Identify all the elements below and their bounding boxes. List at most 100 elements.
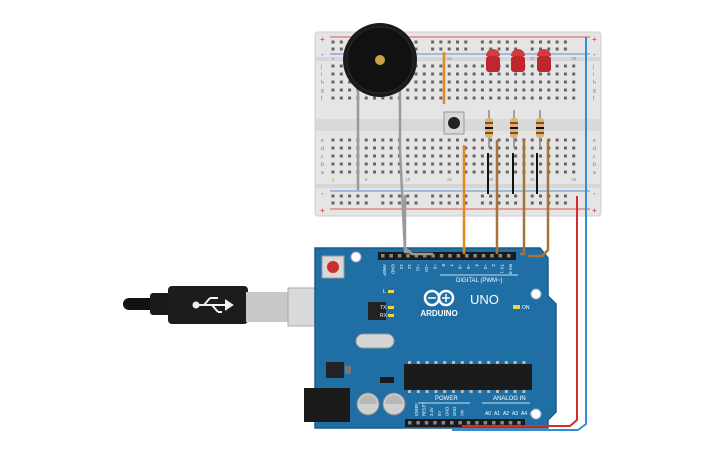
atmega-chip <box>404 364 532 390</box>
wire-gnd-arduino <box>403 195 433 256</box>
rail-plus-label-tl: + <box>320 35 325 44</box>
column-number: 30 <box>571 177 577 182</box>
digital-pin-label: 8 <box>441 264 446 267</box>
rail-minus-label-tl: - <box>321 50 324 59</box>
rail-minus-label-br: - <box>593 189 596 198</box>
digital-pin-label: 12 <box>407 264 412 270</box>
digital-pin-label: 2 <box>491 264 496 267</box>
digital-pin-label: GND <box>390 264 395 275</box>
digital-pin-label: 13 <box>399 264 404 270</box>
row-label: b <box>321 162 324 168</box>
digital-pin-label: ~11 <box>416 264 421 272</box>
reset-button-cap <box>327 261 339 273</box>
row-label: g <box>321 88 324 94</box>
rail-plus-label-br: + <box>592 206 597 215</box>
rail-plus-label-bl: + <box>320 206 325 215</box>
digital-header[interactable] <box>378 252 516 260</box>
wire-gnd-rail <box>452 37 587 431</box>
row-label: g <box>593 88 596 94</box>
column-number: 5 <box>365 177 368 182</box>
power-pin-label: GND <box>452 407 457 416</box>
digital-pin-label: 4 <box>474 264 479 267</box>
power-pin-label: IOREF <box>414 403 419 416</box>
rail-minus-label-bl: - <box>321 189 324 198</box>
row-label: a <box>321 170 324 176</box>
analog-pin-label: A3 <box>512 411 518 417</box>
column-number: 10 <box>405 177 411 182</box>
row-label: h <box>321 80 324 86</box>
model-text: UNO <box>470 292 499 307</box>
wire-led-2 <box>520 140 526 256</box>
power-pin-label: RESET <box>422 402 427 416</box>
usb-icon <box>192 297 234 313</box>
row-label: f <box>593 96 595 102</box>
column-number: 30 <box>571 56 577 61</box>
digital-pin-label: ~3 <box>483 264 488 270</box>
power-header-label: POWER <box>435 396 458 402</box>
row-label: j <box>320 64 322 70</box>
voltage-regulator <box>326 362 344 378</box>
column-number: 25 <box>530 56 536 61</box>
power-pin-label: Vin <box>460 409 465 416</box>
analog-pin-label: A2 <box>503 411 509 417</box>
column-number: 1 <box>332 56 335 61</box>
crystal-oscillator <box>355 333 395 349</box>
row-label: c <box>321 154 324 160</box>
analog-pin-label: A5 <box>530 411 536 417</box>
rail-plus-label-tr: + <box>592 35 597 44</box>
arduino-logo: ARDUINO UNO <box>420 289 499 318</box>
digital-header-label: DIGITAL (PWM~) <box>456 278 503 284</box>
analog-pin-label: A1 <box>494 411 500 417</box>
analog-pin-label: A0 <box>485 411 491 417</box>
row-label: e <box>321 138 324 144</box>
power-analog-header[interactable] <box>405 419 525 427</box>
digital-pin-label: AREF <box>382 264 387 276</box>
brand-text: ARDUINO <box>420 309 457 318</box>
row-label: f <box>321 96 323 102</box>
column-number: 15 <box>447 56 453 61</box>
digital-pin-label: ~10 <box>424 264 429 272</box>
wires <box>356 37 587 431</box>
resistor-2 <box>510 110 518 148</box>
piezo-buzzer <box>343 23 417 97</box>
led-3 <box>537 49 551 72</box>
digital-pin-label: RX 0 <box>508 264 513 275</box>
row-label: i <box>321 72 322 78</box>
digital-pin-label: TX 1 <box>500 264 505 274</box>
wire-5v-rail <box>462 196 578 427</box>
row-label: b <box>593 162 596 168</box>
row-label: e <box>593 138 596 144</box>
power-pin-label: 5V <box>437 411 442 416</box>
row-label: i <box>593 72 594 78</box>
pushbutton[interactable] <box>443 111 465 135</box>
usb-interface-chip <box>368 302 386 320</box>
wire-led-3 <box>528 140 550 258</box>
resistor-1 <box>485 110 493 148</box>
onboard-leds: L TX RX ON <box>380 289 530 319</box>
digital-pin-label: 7 <box>449 264 454 267</box>
column-number: 1 <box>332 177 335 182</box>
led-label-l: L <box>383 289 386 295</box>
digital-pin-label: ~5 <box>466 264 471 270</box>
led-label-rx: RX <box>380 313 388 319</box>
chip-pins <box>408 361 526 393</box>
digital-pin-label: ~6 <box>458 264 463 270</box>
row-label: c <box>593 154 596 160</box>
power-pin-label: 3.3V <box>429 407 434 416</box>
column-number: 15 <box>447 177 453 182</box>
row-label: d <box>593 146 596 152</box>
row-label: j <box>592 64 594 70</box>
led-2 <box>511 49 525 72</box>
row-label: d <box>321 146 324 152</box>
power-pin-label: GND <box>444 407 449 416</box>
column-number: 25 <box>530 177 536 182</box>
led-label-tx: TX <box>380 305 387 311</box>
column-number: 20 <box>488 177 494 182</box>
analog-pin-label: A4 <box>521 411 527 417</box>
